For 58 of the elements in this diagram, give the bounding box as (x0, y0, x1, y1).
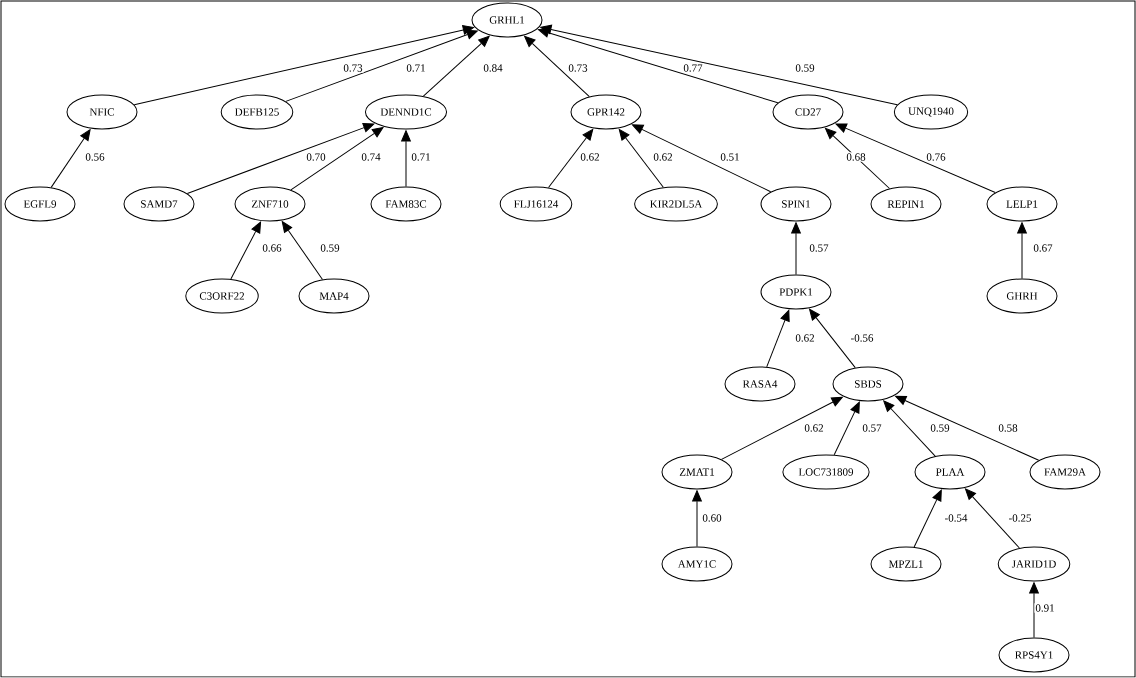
arrow (618, 128, 664, 188)
edge-label: 0.77 (682, 63, 704, 73)
arrow (1029, 582, 1039, 638)
edge-label: 0.62 (652, 152, 674, 162)
edge-label: 0.91 (1034, 603, 1056, 613)
edge-label: 0.59 (929, 423, 951, 433)
edge-label: 0.84 (482, 63, 504, 73)
arrow (1017, 222, 1027, 279)
arrow (883, 400, 936, 457)
arrow (548, 128, 594, 189)
edge-label: 0.68 (845, 152, 867, 162)
arrow (964, 488, 1020, 549)
edge-label: 0.76 (925, 152, 947, 162)
arrow (401, 130, 411, 187)
arrow (186, 122, 375, 194)
arrow (721, 396, 843, 460)
edge-label: 0.59 (319, 243, 341, 253)
arrow (766, 309, 790, 368)
arrow (422, 35, 490, 97)
edge-label: 0.74 (360, 152, 382, 162)
edge-label: 0.71 (410, 152, 432, 162)
arrow (824, 127, 890, 189)
edge-label: 0.73 (342, 63, 364, 73)
edge-label: 0.60 (701, 513, 723, 523)
edge-label: 0.70 (305, 152, 327, 162)
arrow (791, 222, 801, 275)
edge-label: -0.54 (943, 513, 969, 523)
arrow (290, 127, 384, 191)
arrow (809, 308, 856, 369)
edge-label: 0.62 (794, 333, 816, 343)
arrow (230, 221, 262, 280)
edge-label: 0.73 (567, 63, 589, 73)
edge-label: 0.71 (405, 63, 427, 73)
edge-label: 0.58 (997, 423, 1019, 433)
edge-label: 0.67 (1032, 243, 1054, 253)
arrow (540, 24, 898, 106)
edge-label: 0.56 (84, 152, 106, 162)
edge-label: 0.57 (861, 423, 883, 433)
edge-label: 0.66 (261, 243, 283, 253)
arrow (833, 401, 860, 456)
arrow (835, 123, 996, 193)
edge-label: -0.25 (1007, 513, 1033, 523)
arrow (50, 129, 91, 188)
arrow (913, 489, 942, 548)
arrow (692, 490, 702, 547)
arrow (524, 35, 590, 98)
edge-label: 0.57 (808, 243, 830, 253)
arrow (133, 25, 474, 106)
edge-label: 0.59 (794, 63, 816, 73)
edge-label: 0.62 (579, 152, 601, 162)
arrow (537, 27, 779, 104)
arrow (285, 29, 478, 102)
arrow (632, 124, 772, 193)
edge-label: 0.51 (719, 152, 741, 162)
arrow (895, 395, 1040, 461)
edge-label: 0.62 (803, 423, 825, 433)
edge-label: -0.56 (849, 333, 875, 343)
arrow (281, 221, 323, 280)
